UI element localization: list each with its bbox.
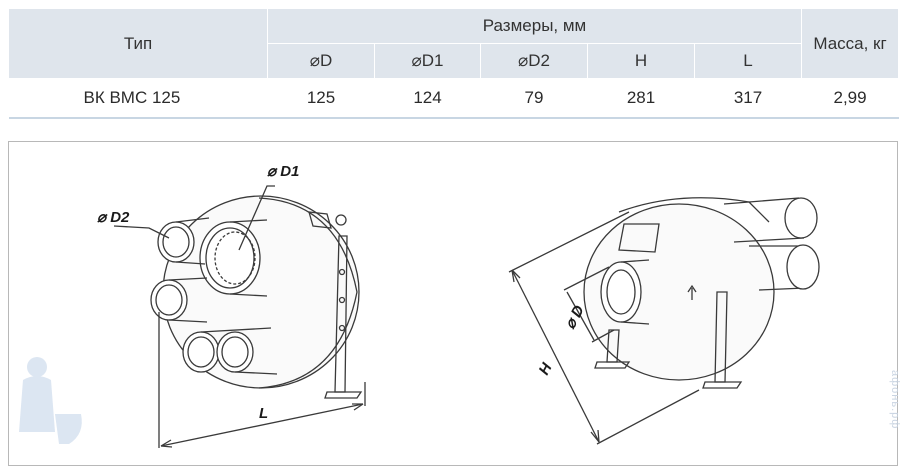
label-d1: ⌀ D1: [267, 163, 299, 180]
value-d2: 79: [480, 78, 588, 119]
label-d: ⌀ D: [562, 303, 588, 332]
value-d1: 124: [374, 78, 481, 119]
side-view: [508, 197, 820, 445]
fan-drawing: ⌀ D1 ⌀ D2 L ⌀ D H: [19, 163, 820, 448]
spec-table: Тип Размеры, мм Масса, кг ⌀D ⌀D1 ⌀D2 H L…: [8, 8, 900, 119]
label-d2: ⌀ D2: [97, 209, 130, 226]
col-d1: ⌀D1: [374, 43, 481, 79]
sizes-header: Размеры, мм: [266, 8, 803, 44]
mass-header: Масса, кг: [801, 8, 900, 79]
label-l: L: [259, 405, 268, 422]
drawing-panel: ⌀ D1 ⌀ D2 L ⌀ D H: [8, 141, 898, 466]
col-d2: ⌀D2: [480, 43, 588, 79]
type-header: Тип: [8, 8, 268, 79]
front-view: [113, 185, 366, 448]
value-mass: 2,99: [801, 78, 899, 119]
watermark: афонь.рф: [889, 370, 901, 430]
value-h: 281: [587, 78, 695, 119]
col-h: H: [587, 43, 695, 79]
table-row: ВК ВМС 125 125 124 79 281 317 2,99: [8, 78, 899, 119]
label-h: H: [536, 359, 557, 378]
plumber-logo: [19, 357, 82, 444]
col-l: L: [693, 43, 803, 79]
value-l: 317: [694, 78, 802, 119]
model-name: ВК ВМС 125: [8, 78, 268, 119]
col-d: ⌀D: [267, 43, 375, 79]
value-d: 125: [267, 78, 375, 119]
